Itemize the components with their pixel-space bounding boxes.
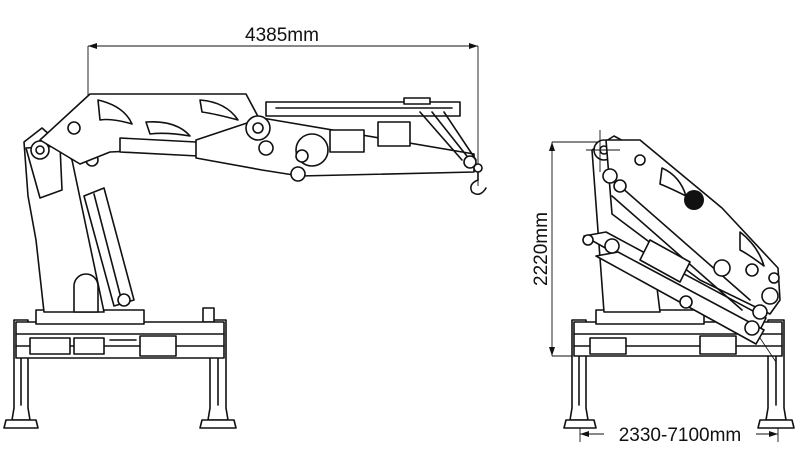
span-dimension: 2330-7100mm — [579, 425, 779, 446]
left-column — [23, 127, 105, 313]
extended-crane-side-view: 4385mm — [3, 25, 487, 429]
right-folded-boom — [582, 130, 781, 363]
height-dimension-label: 2220mm — [531, 212, 552, 286]
left-lift-cylinder — [83, 153, 135, 307]
left-hook — [470, 163, 487, 196]
left-base-frame — [15, 309, 225, 359]
reach-dimension-label: 4385mm — [245, 25, 319, 46]
folded-crane-side-view: 2220mm 2330-7100mm — [531, 130, 795, 446]
left-outer-boom — [195, 97, 477, 182]
height-dimension: 2220mm — [531, 141, 600, 357]
span-dimension-label: 2330-7100mm — [619, 425, 742, 446]
reach-dimension: 4385mm — [87, 25, 479, 186]
